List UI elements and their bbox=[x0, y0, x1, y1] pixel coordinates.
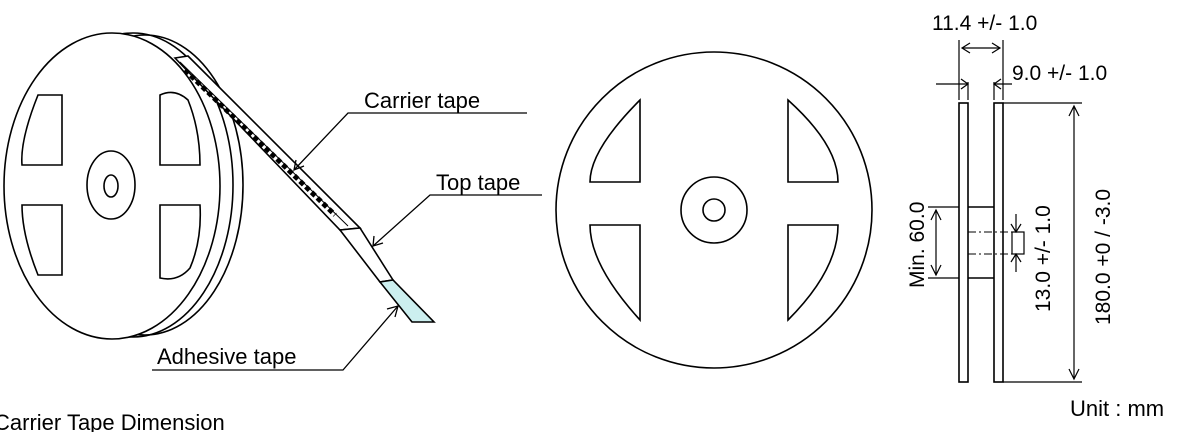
dim-width-inner: 9.0 +/- 1.0 bbox=[1012, 62, 1107, 85]
reel-window-left-top bbox=[21, 94, 63, 166]
dim-width-outer: 11.4 +/- 1.0 bbox=[932, 12, 1037, 35]
tape-pockets bbox=[183, 68, 337, 217]
side-dimension-lines bbox=[928, 40, 1082, 383]
reel-front-window-top-left bbox=[589, 98, 641, 183]
top-tape-strip bbox=[338, 227, 395, 283]
reel-3d-callouts bbox=[152, 112, 542, 371]
reel-front-hub-hole bbox=[702, 198, 726, 222]
carrier-tape-label: Carrier tape bbox=[364, 88, 480, 113]
adhesive-tape-label: Adhesive tape bbox=[157, 344, 296, 369]
section-title-carrier-tape: Carrier Tape Dimension bbox=[0, 410, 225, 432]
reel-front-window-top-right bbox=[787, 98, 839, 183]
reel-front-window-bottom-right bbox=[787, 224, 839, 322]
reel-front-window-bottom-left bbox=[589, 224, 641, 323]
reel-front-hub bbox=[680, 176, 748, 244]
dim-hub-min: Min. 60.0 bbox=[906, 202, 929, 288]
reel-window-right-bottom bbox=[159, 204, 202, 280]
top-tape-label: Top tape bbox=[436, 170, 520, 195]
adhesive-tape-strip bbox=[378, 279, 436, 323]
reel-hub bbox=[86, 150, 136, 220]
reel-front-view bbox=[555, 51, 873, 369]
reel-window-right-top bbox=[159, 91, 201, 166]
reel-hub-hole bbox=[103, 174, 119, 198]
unit-label: Unit : mm bbox=[1070, 396, 1164, 421]
reel-front-outer bbox=[555, 51, 873, 369]
reel-window-left-bottom bbox=[21, 204, 63, 276]
reel-3d-view bbox=[3, 32, 436, 340]
reel-side-section bbox=[958, 102, 1024, 383]
reel-front-flange bbox=[3, 32, 221, 340]
dim-reel-diameter: 180.0 +0 / -3.0 bbox=[1092, 189, 1115, 325]
dim-arbor-hole: 13.0 +/- 1.0 bbox=[1032, 205, 1055, 312]
